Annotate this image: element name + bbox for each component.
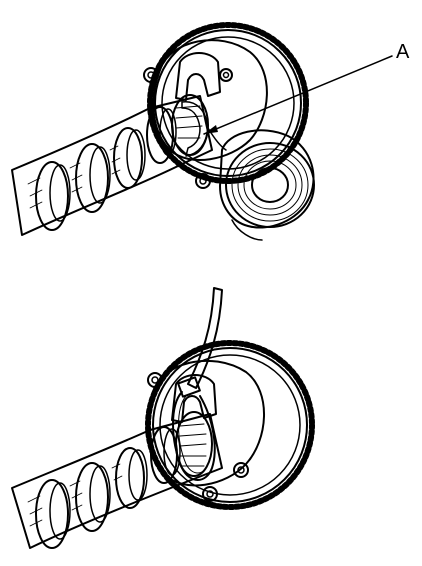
callout-leader-line [203, 55, 393, 135]
cable-tie-loop [172, 391, 216, 481]
cable-tie-head [177, 376, 201, 398]
callout-label: A [396, 41, 410, 63]
cable-tie-tail [187, 287, 223, 389]
callout-arrowhead [204, 125, 218, 134]
sprocket-top-teeth [147, 22, 309, 184]
panel-top-camshaft-with-tape: A [11, 22, 410, 241]
tape-wrap-top [181, 101, 209, 157]
camshaft-top [11, 95, 213, 236]
sprocket-bottom-teeth [145, 340, 315, 510]
callout-a: A [203, 41, 410, 135]
panel-bottom-camshaft-with-tie [11, 287, 315, 549]
tape-roll [207, 127, 315, 241]
camshaft-bottom [11, 413, 223, 549]
cable-tie [172, 287, 223, 481]
sprocket-top [143, 22, 309, 189]
